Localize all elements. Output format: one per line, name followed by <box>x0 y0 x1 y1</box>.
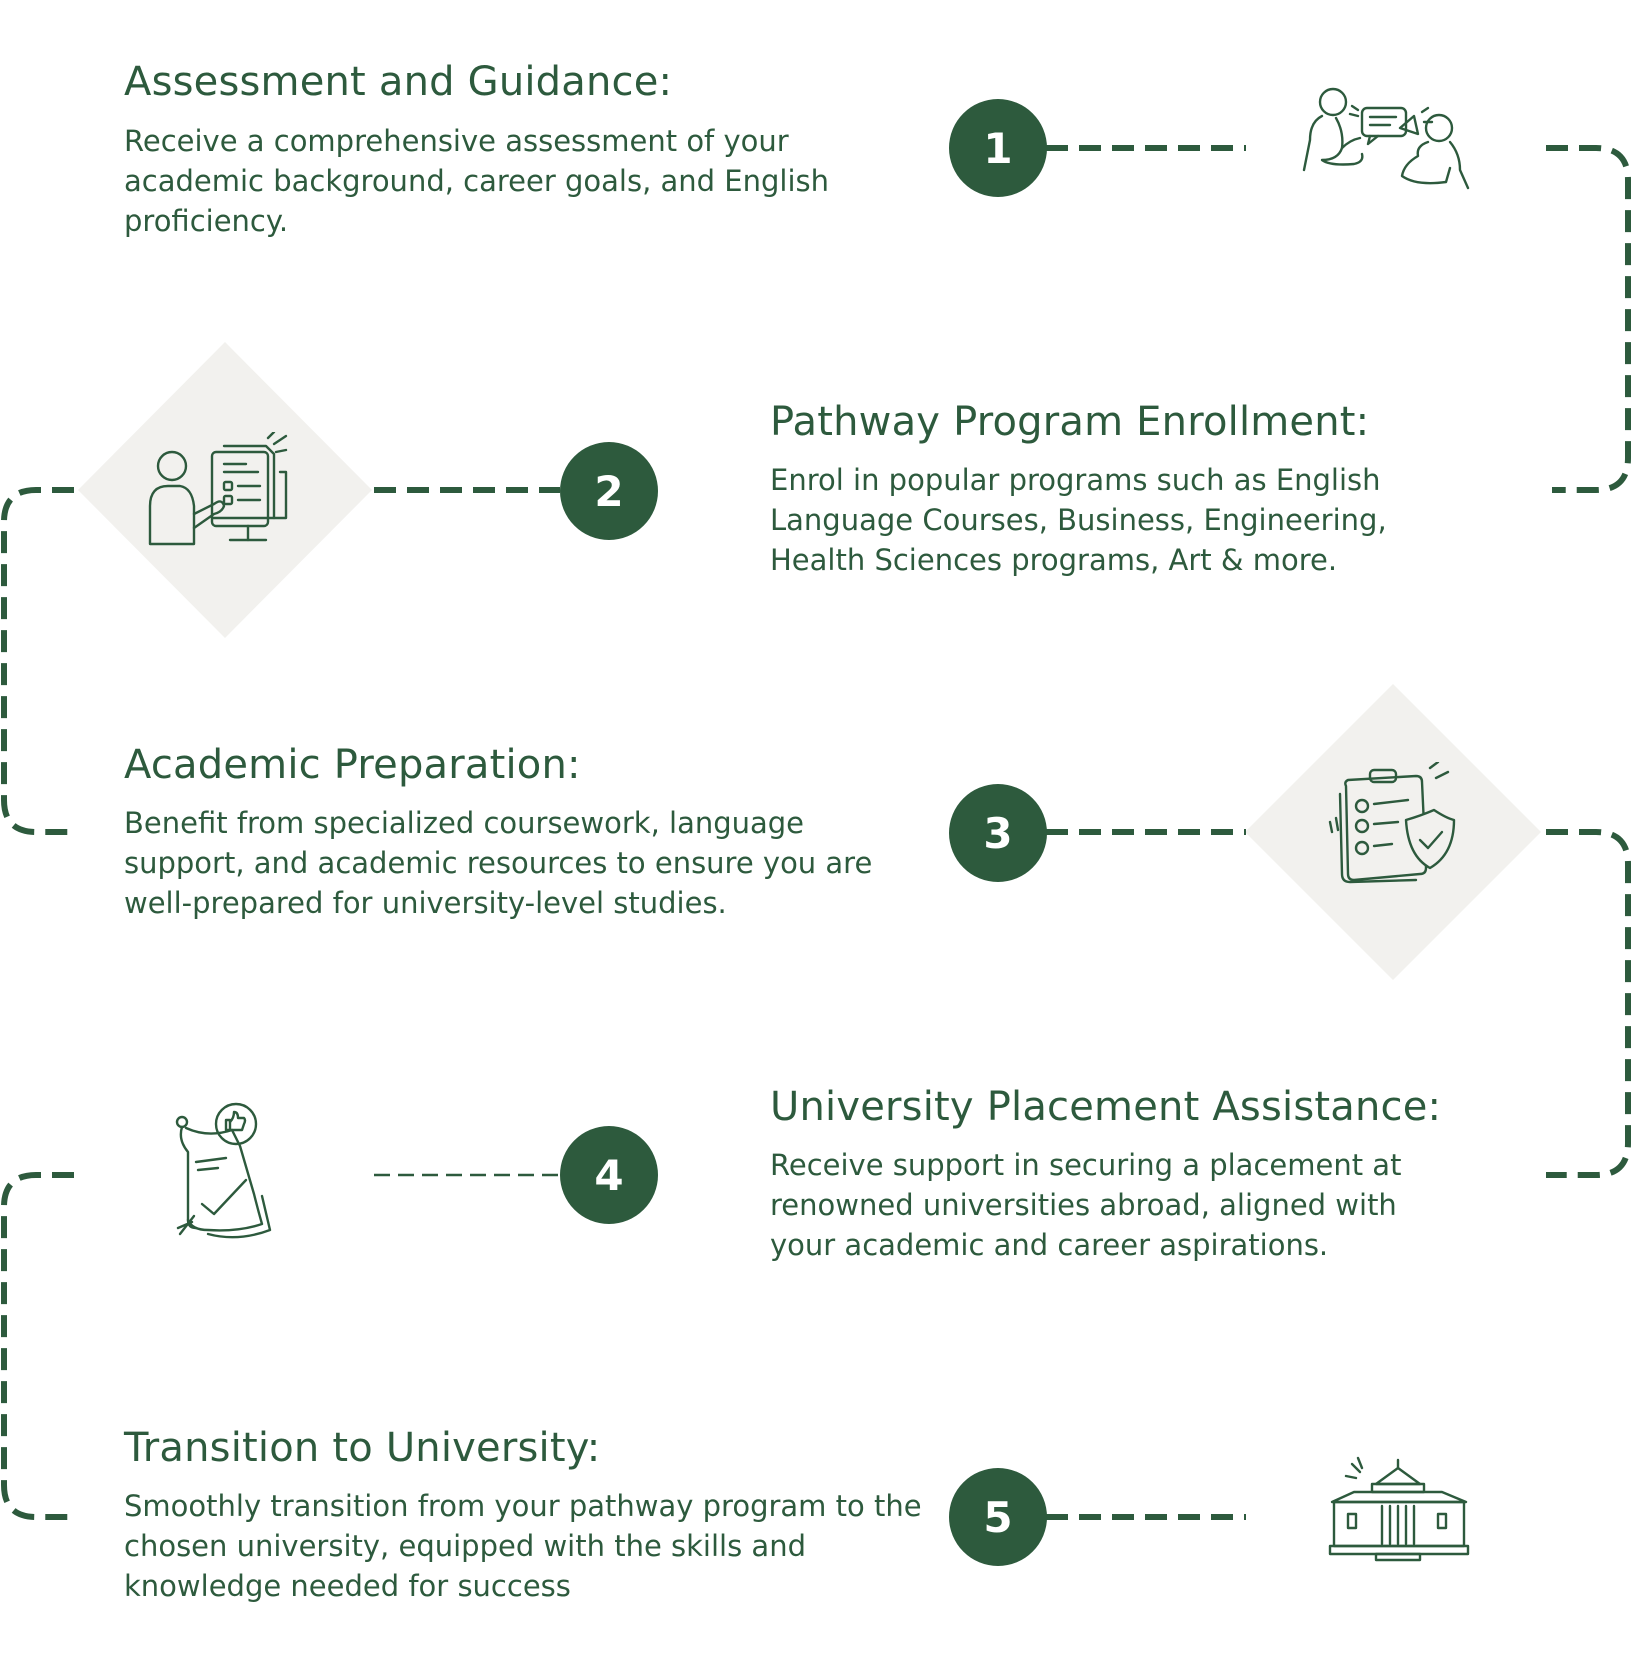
step-3-badge: 3 <box>949 784 1047 882</box>
step-2-badge: 2 <box>560 442 658 540</box>
presentation-icon <box>148 432 288 546</box>
step-4-description: Receive support in securing a placement … <box>770 1148 1402 1262</box>
step-4-title: University Placement Assistance: <box>770 1084 1442 1130</box>
bracket-2-3 <box>1 487 74 835</box>
bracket-3-4 <box>1546 829 1631 1178</box>
step-3-diamond <box>1245 684 1541 980</box>
checklist-shield-icon <box>1328 762 1456 884</box>
approved-document-icon <box>175 1102 272 1239</box>
step-1-description: Receive a comprehensive assessment of yo… <box>124 124 830 238</box>
bracket-4-5 <box>1 1172 74 1520</box>
step-3-title: Academic Preparation: <box>124 742 581 788</box>
step-5-title: Transition to University: <box>124 1425 601 1471</box>
step-5-badge: 5 <box>949 1468 1047 1566</box>
step-2-description: Enrol in popular programs such as Englis… <box>770 463 1387 577</box>
step-1-title: Assessment and Guidance: <box>124 59 673 105</box>
university-building-icon <box>1328 1456 1470 1562</box>
step-5-description: Smoothly transition from your pathway pr… <box>124 1489 922 1603</box>
consultation-icon <box>1302 87 1470 190</box>
bracket-1-2 <box>1546 145 1631 493</box>
step-3-description: Benefit from specialized coursework, lan… <box>124 806 873 920</box>
step-4-badge: 4 <box>560 1126 658 1224</box>
step-2-title: Pathway Program Enrollment: <box>770 399 1370 445</box>
step-1-badge: 1 <box>949 99 1047 197</box>
